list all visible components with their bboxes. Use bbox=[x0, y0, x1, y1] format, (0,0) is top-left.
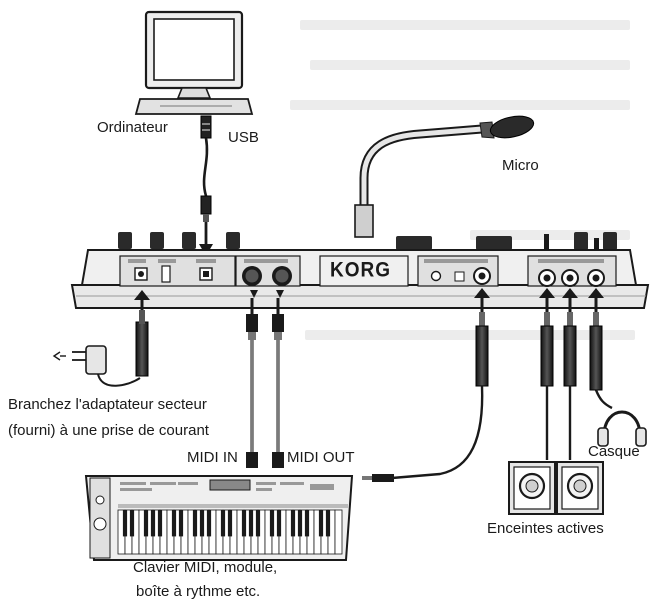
mic-label: Micro bbox=[502, 157, 539, 174]
headphones-label: Casque bbox=[588, 443, 640, 460]
black-key bbox=[143, 510, 149, 537]
keyboard-label-line2: boîte à rythme etc. bbox=[136, 583, 261, 600]
adapter-label-line2: (fourni) à une prise de courant bbox=[8, 422, 209, 439]
black-key bbox=[199, 510, 205, 537]
speakers-icon bbox=[508, 461, 604, 515]
black-key bbox=[220, 510, 226, 537]
midi-in-label: MIDI IN bbox=[187, 449, 238, 466]
microphone-icon bbox=[354, 115, 535, 238]
power-adapter-icon bbox=[52, 290, 150, 387]
computer-label: Ordinateur bbox=[97, 119, 168, 136]
black-key bbox=[157, 510, 163, 537]
black-key bbox=[276, 510, 282, 537]
keyboard-label-line1: Clavier MIDI, module, bbox=[133, 559, 278, 576]
adapter-label-line1: Branchez l'adaptateur secteur bbox=[8, 396, 207, 413]
black-key bbox=[129, 510, 135, 537]
midi-keyboard-icon bbox=[84, 475, 354, 561]
black-key bbox=[297, 510, 303, 537]
output-cables bbox=[539, 288, 613, 460]
usb-label: USB bbox=[228, 129, 259, 146]
background-text-line bbox=[310, 60, 630, 70]
black-key bbox=[171, 510, 177, 537]
headphones-icon bbox=[597, 410, 647, 447]
black-key bbox=[318, 510, 324, 537]
speakers-label: Enceintes actives bbox=[487, 520, 604, 537]
background-text-line bbox=[290, 100, 630, 110]
black-key bbox=[269, 510, 275, 537]
black-key bbox=[241, 510, 247, 537]
mic-input-cable bbox=[362, 288, 490, 482]
usb-cable bbox=[199, 115, 213, 256]
brand-logo: KORG bbox=[330, 258, 391, 282]
black-key bbox=[325, 510, 331, 537]
black-key bbox=[150, 510, 156, 537]
black-key bbox=[304, 510, 310, 537]
black-key bbox=[192, 510, 198, 537]
black-key bbox=[206, 510, 212, 537]
background-text-line bbox=[305, 330, 635, 340]
black-key bbox=[248, 510, 254, 537]
background-text-line bbox=[470, 230, 630, 240]
korg-controller-rear bbox=[70, 232, 650, 309]
black-key bbox=[178, 510, 184, 537]
midi-cables bbox=[246, 290, 284, 468]
white-key bbox=[334, 509, 343, 555]
black-key bbox=[122, 510, 128, 537]
black-key bbox=[290, 510, 296, 537]
black-key bbox=[227, 510, 233, 537]
background-text-line bbox=[300, 20, 630, 30]
computer-monitor-icon bbox=[134, 10, 254, 115]
black-key bbox=[255, 510, 261, 537]
midi-out-label: MIDI OUT bbox=[287, 449, 355, 466]
